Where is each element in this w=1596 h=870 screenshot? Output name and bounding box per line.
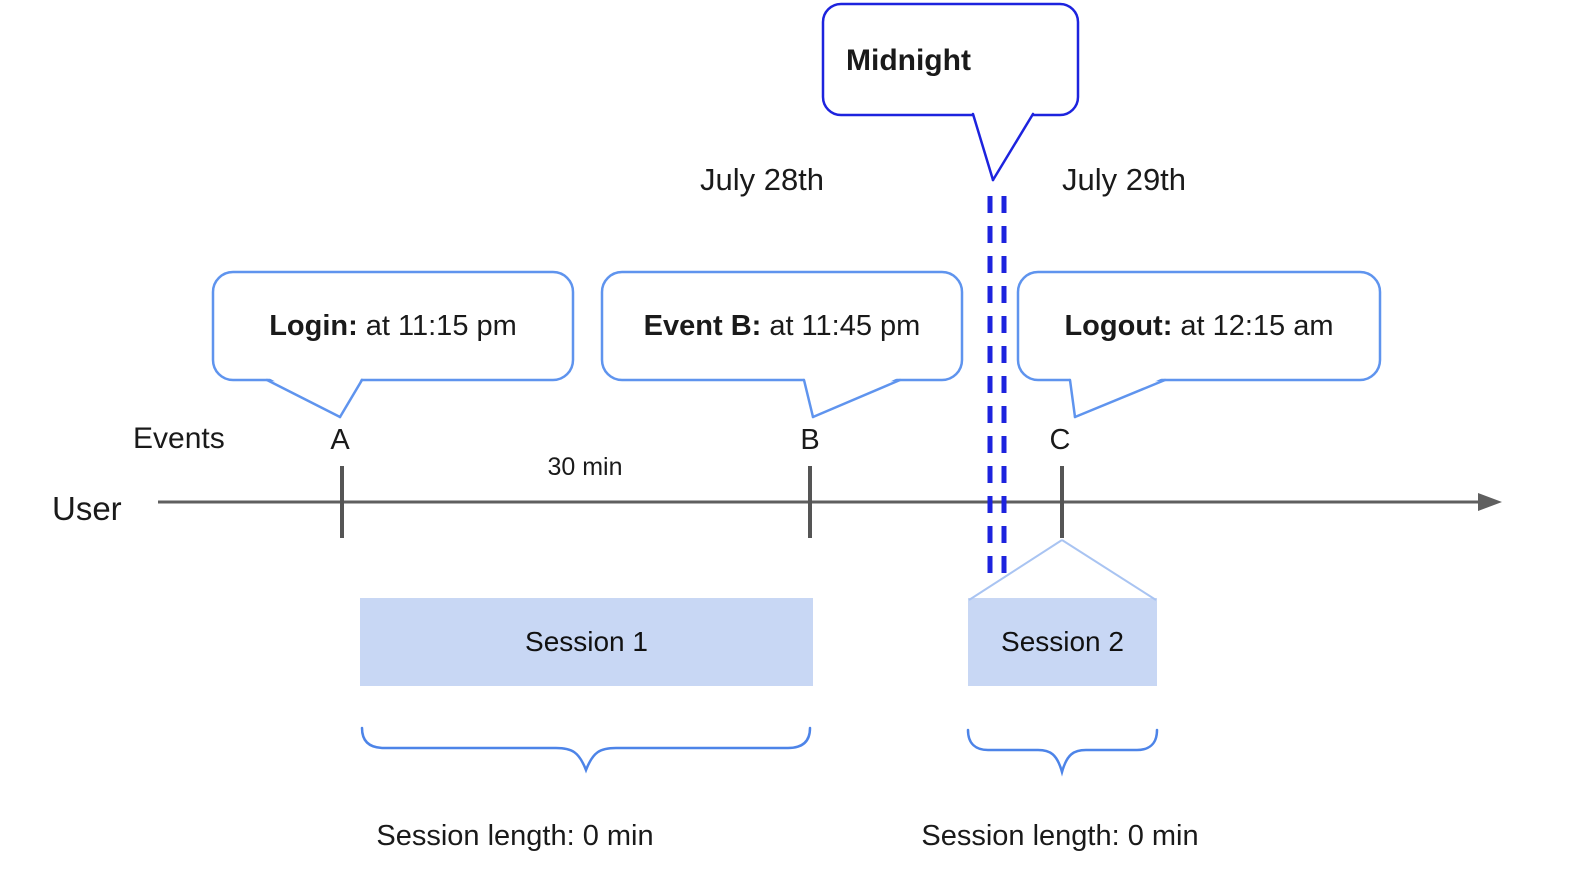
event-b-bubble-tail-edge: [802, 378, 815, 419]
date-label-july-29: July 29th: [1061, 162, 1187, 197]
event-b-bubble-time: at 11:45 pm: [769, 309, 921, 342]
midnight-label: Midnight: [846, 44, 971, 77]
user-axis-label: User: [52, 490, 122, 527]
login-bubble-tail-edge: [265, 378, 342, 419]
interval-label: 30 min: [547, 453, 623, 481]
login-bubble-title: Login:: [269, 309, 358, 342]
event-marker-b: B: [800, 424, 820, 456]
midnight-bubble-tail-edge: [991, 112, 1035, 182]
logout-bubble-tail: [1070, 377, 1165, 417]
session-2-length-label: Session length: 0 min: [921, 820, 1199, 852]
session-2-brace: [966, 728, 1159, 777]
logout-bubble-time: at 12:15 am: [1180, 309, 1334, 342]
login-bubble-tail-edge: [338, 378, 364, 419]
event-b-bubble-title: Event B:: [643, 309, 762, 342]
session-1-label: Session 1: [525, 626, 648, 657]
event-b-bubble-tail-edge: [811, 378, 902, 419]
logout-bubble-text: Logout: at 12:15 am: [1018, 272, 1380, 380]
date-label-july-28: July 28th: [699, 162, 825, 197]
logout-bubble-tail-edge: [1073, 378, 1167, 419]
midnight-bubble-tail-edge: [971, 112, 995, 182]
event-marker-a: A: [330, 424, 350, 456]
event-marker-c: C: [1049, 424, 1071, 456]
timeline-arrow-icon: [1478, 493, 1502, 511]
login-bubble-time: at 11:15 pm: [365, 309, 517, 342]
session-2-roof-left-line: [968, 539, 1063, 601]
event-b-bubble-tail: [804, 377, 900, 417]
session-2-label: Session 2: [1001, 626, 1124, 657]
login-bubble-tail: [267, 377, 362, 417]
events-axis-label: Events: [133, 422, 225, 455]
midnight-bubble-tail: [973, 112, 1033, 180]
event-b-bubble-text: Event B: at 11:45 pm: [602, 272, 962, 380]
session-1-brace: [360, 726, 812, 774]
session-1-length-label: Session length: 0 min: [376, 820, 654, 852]
logout-bubble-title: Logout:: [1064, 309, 1173, 342]
logout-bubble-tail-edge: [1068, 378, 1077, 419]
session-2-box: Session 2: [968, 598, 1157, 686]
session-1-box: Session 1: [360, 598, 813, 686]
login-bubble-text: Login: at 11:15 pm: [213, 272, 573, 380]
session-2-roof-right-line: [1061, 539, 1157, 601]
